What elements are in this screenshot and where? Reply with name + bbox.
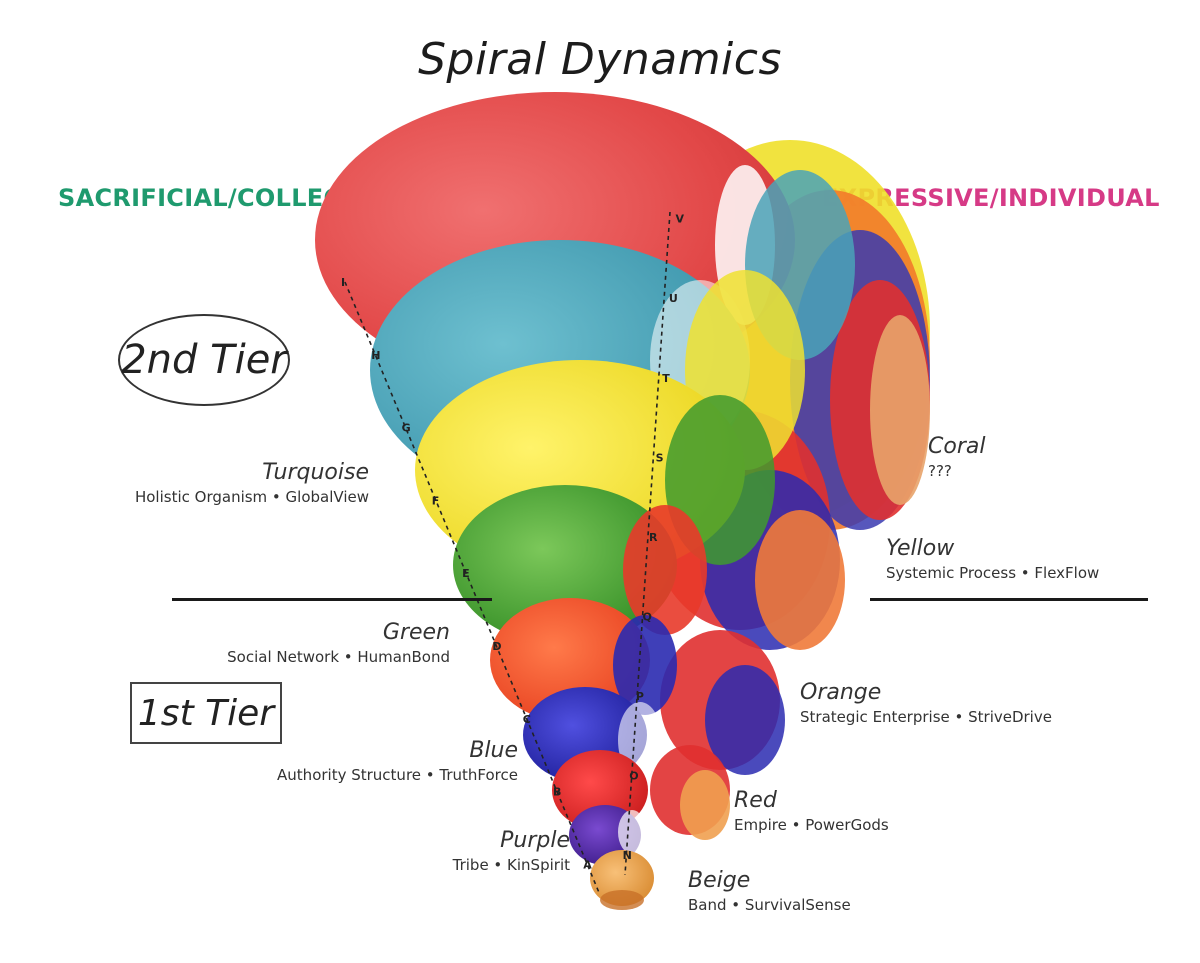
left-line-letter-c: C xyxy=(523,713,531,726)
level-desc: Authority Structure • TruthForce xyxy=(277,766,518,784)
level-name: Green xyxy=(382,620,450,645)
disc-green xyxy=(453,485,677,645)
tier-divider-left xyxy=(172,598,492,601)
level-label-blue: Blue Authority Structure • TruthForce xyxy=(277,738,518,784)
disc-beige xyxy=(590,850,654,906)
second-tier-badge: 2nd Tier xyxy=(118,314,290,406)
level-name: Purple xyxy=(500,828,570,853)
right-line-letter-t: T xyxy=(662,372,670,385)
right-line-letter-r: R xyxy=(649,531,658,544)
level-desc: Systemic Process • FlexFlow xyxy=(886,564,1100,582)
spiral-guide-lines xyxy=(344,211,671,896)
level-label-turquoise: Turquoise Holistic Organism • GlobalView xyxy=(135,460,369,506)
disc-orange xyxy=(490,598,650,722)
level-name: Turquoise xyxy=(262,460,369,485)
right-line-letters: V U T S R Q P O N xyxy=(623,213,685,862)
left-guide-line xyxy=(344,281,601,896)
level-desc: Social Network • HumanBond xyxy=(227,648,450,666)
left-line-letter-e: E xyxy=(462,567,470,580)
diagram-title: Spiral Dynamics xyxy=(418,34,782,85)
level-label-red: Red Empire • PowerGods xyxy=(734,788,889,834)
left-line-letter-i: I xyxy=(341,276,345,289)
left-line-letter-g: G xyxy=(402,422,411,435)
left-line-letter-h: H xyxy=(371,349,380,362)
level-label-yellow: Yellow Systemic Process • FlexFlow xyxy=(886,536,1099,582)
right-line-letter-o: O xyxy=(629,770,638,783)
first-tier-badge: 1st Tier xyxy=(130,682,282,744)
right-line-letter-u: U xyxy=(669,292,678,305)
left-line-letter-d: D xyxy=(492,640,501,653)
right-line-letter-n: N xyxy=(623,849,632,862)
level-name: Orange xyxy=(800,680,882,705)
level-desc: Empire • PowerGods xyxy=(734,816,889,834)
level-label-coral: Coral ??? xyxy=(928,434,985,480)
level-name: Yellow xyxy=(886,536,955,561)
tier-divider-right xyxy=(870,598,1148,601)
level-desc: Holistic Organism • GlobalView xyxy=(134,488,369,506)
level-name: Beige xyxy=(688,868,751,893)
left-line-letter-f: F xyxy=(432,494,440,507)
right-line-letter-p: P xyxy=(636,690,644,703)
level-name: Blue xyxy=(469,738,518,763)
right-guide-line xyxy=(624,211,671,876)
level-name: Coral xyxy=(928,434,986,459)
level-desc: Tribe • KinSpirit xyxy=(452,856,570,874)
left-line-letter-a: A xyxy=(583,858,592,871)
level-desc: ??? xyxy=(928,462,952,480)
level-name: Red xyxy=(734,788,777,813)
spiral-discs xyxy=(315,92,855,910)
right-line-letter-v: V xyxy=(676,213,685,226)
right-line-letter-s: S xyxy=(656,451,664,464)
level-label-green: Green Social Network • HumanBond xyxy=(227,620,450,666)
level-desc: Band • SurvivalSense xyxy=(688,896,851,914)
left-line-letter-b: B xyxy=(553,786,561,799)
level-label-orange: Orange Strategic Enterprise • StriveDriv… xyxy=(800,680,1052,726)
right-line-letter-q: Q xyxy=(643,610,652,623)
level-label-beige: Beige Band • SurvivalSense xyxy=(688,868,851,914)
level-label-purple: Purple Tribe • KinSpirit xyxy=(453,828,570,874)
left-line-letters: I H G F E D C B A xyxy=(341,276,592,871)
level-desc: Strategic Enterprise • StriveDrive xyxy=(800,708,1052,726)
